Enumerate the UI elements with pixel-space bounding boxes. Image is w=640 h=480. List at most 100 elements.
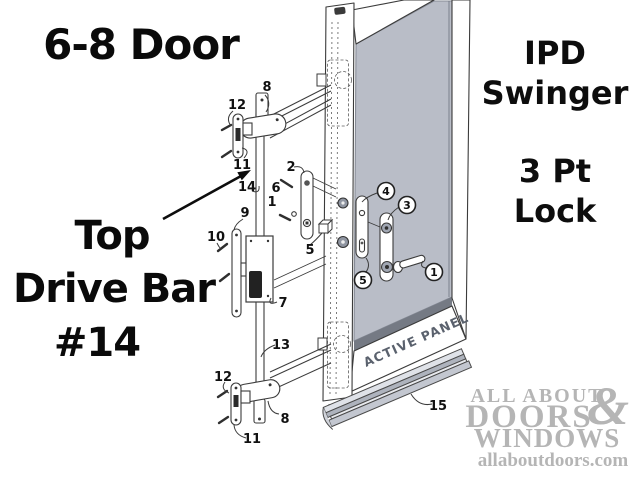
screw (278, 213, 292, 222)
spindle-hole-center (341, 201, 345, 205)
callout-7: 7 (278, 296, 287, 311)
callout-12-bottom: 12 (214, 370, 232, 385)
callout-5-circled: 5 (353, 270, 373, 290)
leader-12-bottom (222, 381, 230, 394)
plate-screw (304, 180, 310, 186)
svg-text:5: 5 (359, 274, 367, 287)
screw (216, 389, 229, 399)
threshold-end-cap (322, 407, 334, 430)
bottom-prep-bore-dashed (333, 335, 351, 353)
sill-rail-line (269, 343, 332, 373)
leader-4-circled (361, 192, 378, 203)
callout-14: 14 (238, 180, 256, 195)
svg-text:1: 1 (430, 266, 438, 279)
spindle-square (305, 221, 309, 225)
right-label-line1: IPD (524, 34, 586, 72)
cylinder-hole-center (341, 240, 345, 244)
top-lock-prep-dashed (327, 59, 349, 127)
screw (217, 415, 230, 425)
callout-10: 10 (207, 230, 225, 245)
leader-11-top (241, 147, 248, 159)
leader-8-top (264, 94, 270, 113)
screw-hole (260, 98, 264, 102)
screw-hole (234, 418, 238, 422)
callout-11-top: 11 (233, 158, 251, 173)
leader-9 (233, 218, 244, 231)
drive-bar-arrow (162, 170, 251, 221)
screw-hole (236, 150, 240, 154)
sill-rail-line (269, 349, 332, 379)
screw-hole (234, 386, 238, 390)
left-label-line2: Drive Bar (13, 266, 216, 312)
screw (216, 242, 229, 253)
callout-12-top: 12 (228, 98, 246, 113)
bottom-latch-tab (240, 390, 251, 404)
callout-15: 15 (429, 399, 447, 414)
callout-6: 6 (271, 181, 280, 196)
callout-3-circled: 3 (397, 195, 417, 215)
svg-text:3: 3 (403, 199, 411, 212)
callout-13: 13 (272, 338, 290, 353)
mid-rail-line (273, 263, 327, 289)
callout-9: 9 (240, 206, 249, 221)
arrow-head (237, 170, 251, 181)
callout-5-plain: 5 (305, 243, 314, 258)
keyway (385, 265, 389, 269)
callout-8-bottom: 8 (280, 412, 289, 427)
screw-hole (249, 239, 253, 243)
center-faceplate (231, 228, 242, 318)
stile-channel-dash (335, 21, 339, 395)
screw-head (291, 211, 297, 217)
leader-12-top (227, 110, 234, 127)
lever-handle (399, 254, 426, 269)
door-right-stile (451, 0, 471, 340)
strike-slot (233, 395, 239, 407)
sill-rail-line (271, 362, 332, 391)
callout-4-circled: 4 (376, 181, 396, 201)
watermark-ampersand-icon: & (587, 376, 629, 436)
screw (218, 272, 231, 283)
leader-1-circled (421, 260, 427, 269)
thumbturn-slot (358, 238, 366, 253)
top-prep-bore-dashed (334, 71, 352, 89)
leader-15 (410, 393, 433, 405)
screw-hole (268, 383, 272, 387)
stile-channel-dash (329, 21, 333, 395)
leader-10 (216, 242, 222, 249)
screw-hole (266, 239, 270, 243)
callout-8-top: 8 (262, 80, 271, 95)
escutcheon-hole (358, 209, 366, 217)
strike-slot (235, 128, 241, 141)
screw-hole (235, 309, 238, 313)
callout-2: 2 (286, 160, 295, 175)
bottom-edge-bolt (317, 337, 328, 351)
screw-hole (266, 294, 270, 298)
door-glass (353, 0, 453, 342)
right-label-line3: 3 Pt (519, 152, 591, 190)
watermark-line2: DOORS (465, 399, 592, 435)
callout-1-plain: 1 (267, 195, 276, 210)
watermark-logo: ALL ABOUT & DOORS WINDOWS allaboutdoors.… (465, 376, 629, 471)
screw-hole (236, 117, 240, 121)
screw-hole (258, 417, 261, 421)
gearbox-keep (249, 271, 262, 298)
leader-11-bottom (233, 424, 247, 439)
svg-text:4: 4 (382, 185, 390, 198)
leader-5-plain (309, 232, 323, 246)
watermark-site: allaboutdoors.com (478, 450, 629, 471)
screw-hole (235, 233, 238, 237)
headline: 6-8 Door (43, 20, 240, 69)
projection-line (312, 185, 337, 198)
top-edge-bolt (316, 73, 327, 87)
leader-2 (293, 166, 305, 174)
leader-14 (251, 185, 260, 193)
right-label-line2: Swinger (482, 74, 629, 112)
projection-line (312, 177, 337, 190)
slot-pivot (360, 241, 364, 245)
top-latch-tab (242, 122, 253, 136)
projection-line (367, 221, 381, 228)
screw (220, 149, 233, 159)
callout-1-circled: 1 (424, 262, 444, 282)
bottom-lock-prep-dashed (327, 321, 349, 389)
